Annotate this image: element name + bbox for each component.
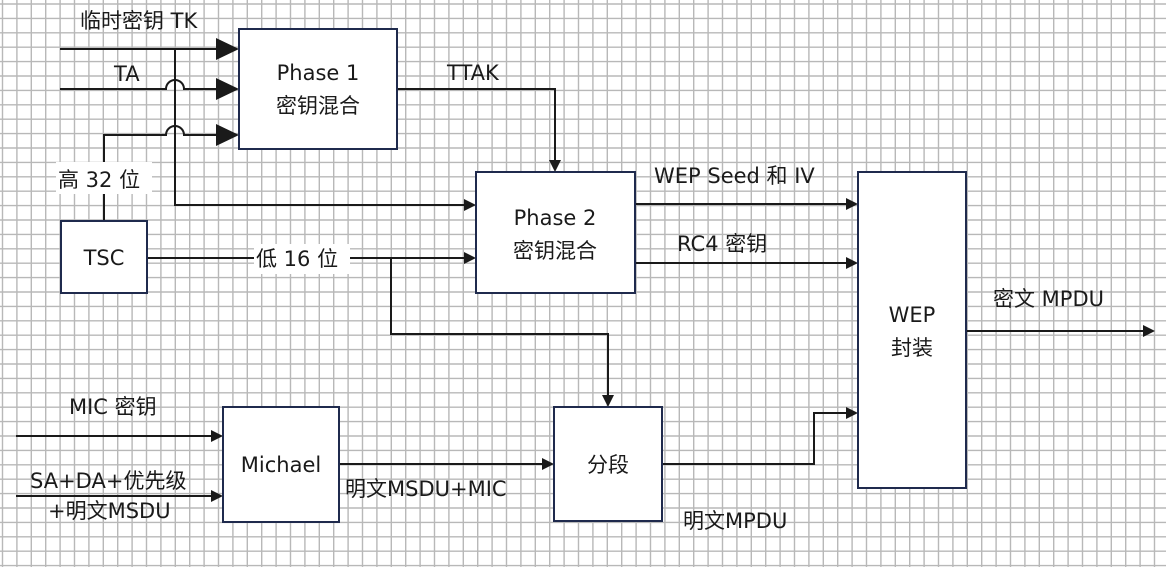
phase1-box: Phase 1 密钥混合 — [238, 28, 398, 150]
wep-title: WEP — [889, 303, 936, 327]
michael-title: Michael — [241, 453, 321, 477]
wire-fragment-to-wep — [662, 412, 848, 465]
label-wep-seed-iv: WEP Seed 和 IV — [654, 164, 815, 188]
phase1-subtitle: 密钥混合 — [276, 94, 360, 118]
label-plaintext-msdu: +明文MSDU — [48, 499, 171, 523]
arrowhead-ta — [216, 78, 239, 100]
label-low16: 低 16 位 — [256, 247, 338, 271]
wep-box: WEP 封装 — [857, 171, 967, 489]
label-ciphertext-mpdu: 密文 MPDU — [993, 287, 1104, 311]
phase2-title: Phase 2 — [514, 206, 597, 230]
label-temporal-key: 临时密钥 TK — [80, 9, 199, 33]
wire-tk-to-phase2 — [174, 49, 466, 206]
label-mic-key: MIC 密钥 — [69, 395, 157, 419]
label-sa-da-priority: SA+DA+优先级 — [30, 469, 186, 493]
wire-ta-to-phase1 — [60, 79, 228, 90]
arrowhead-tk — [216, 38, 239, 60]
label-high32: 高 32 位 — [58, 168, 140, 192]
phase2-subtitle: 密钥混合 — [513, 239, 597, 263]
wire-low16-to-fragment — [390, 258, 609, 397]
fragment-rect — [553, 406, 663, 522]
fragment-box: 分段 — [553, 406, 663, 522]
arrowhead-ttak — [549, 160, 561, 172]
label-plaintext-mpdu: 明文MPDU — [683, 509, 787, 533]
arrowhead-low16-fragment — [602, 395, 614, 407]
arrowhead-ciphertext — [1143, 325, 1155, 337]
arrowhead-wep-seed — [846, 198, 858, 210]
arrowhead-fragment-out — [846, 407, 858, 419]
michael-rect — [222, 406, 340, 523]
label-ta: TA — [113, 62, 140, 86]
wep-subtitle: 封装 — [891, 336, 933, 360]
label-ttak: TTAK — [446, 61, 500, 85]
label-rc4-key: RC4 密钥 — [677, 232, 767, 256]
arrowhead-tk-phase2 — [464, 199, 476, 211]
tsc-rect — [60, 220, 148, 294]
labels: 临时密钥 TK TA 高 32 位 TTAK 低 16 位 WEP Seed 和… — [30, 9, 1104, 533]
arrowhead-michael-out — [542, 458, 554, 470]
tsc-title: TSC — [83, 246, 125, 270]
arrowhead-high32 — [216, 124, 239, 146]
arrowheads — [211, 38, 1155, 502]
michael-box: Michael — [222, 406, 340, 523]
phase2-box: Phase 2 密钥混合 — [475, 171, 636, 294]
arrowhead-mic-key — [211, 430, 223, 442]
label-low16-bg — [254, 244, 350, 274]
fragment-title: 分段 — [587, 453, 629, 477]
label-high32-bg — [56, 162, 152, 194]
arrowhead-rc4 — [846, 257, 858, 269]
arrowhead-sa-da — [211, 490, 223, 502]
phase1-title: Phase 1 — [277, 61, 360, 85]
label-plaintext-msdu-mic: 明文MSDU+MIC — [345, 477, 507, 501]
arrowhead-low16-phase2 — [464, 252, 476, 264]
phase1-rect — [238, 28, 398, 150]
phase2-rect — [475, 171, 636, 294]
wire-tsc-high32-to-phase1 — [103, 125, 228, 221]
wep-rect — [857, 171, 967, 489]
tsc-box: TSC — [60, 220, 148, 294]
wire-ttak — [397, 88, 556, 162]
